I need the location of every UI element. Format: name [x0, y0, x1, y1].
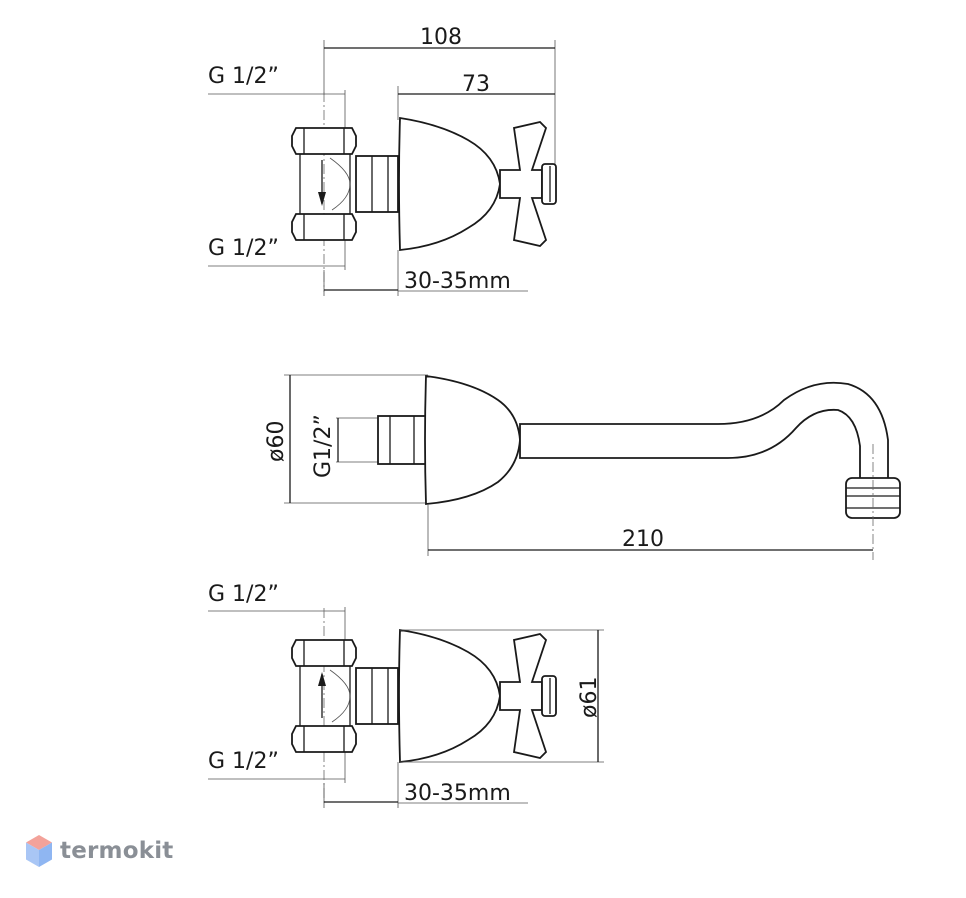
offset-dimension: 30-35mm [404, 781, 511, 806]
spout-inlet [377, 415, 427, 465]
diameter-61: ø61 [577, 677, 602, 718]
spout-pipe [519, 381, 889, 481]
diameter-60: ø60 [264, 421, 289, 462]
bottom-valve-view: G 1/2” G 1/2” ø61 [208, 582, 604, 808]
valve-stem [355, 667, 399, 725]
handle-cap [541, 675, 557, 717]
upper-nut [291, 127, 357, 155]
spout-view: ø60 G1/2” 210 [264, 374, 901, 560]
valve-body [398, 628, 501, 763]
arrow-down-icon [318, 192, 326, 206]
arrow-up-icon [318, 672, 326, 686]
thread-label-lower: G 1/2” [208, 236, 279, 261]
offset-dimension: 30-35mm [404, 269, 511, 294]
thread-label-lower: G 1/2” [208, 749, 279, 774]
top-valve-view: 108 73 G 1/2” G 1/2” [208, 25, 557, 296]
dimension-73: 73 [462, 72, 490, 97]
brand-name: termokit [60, 838, 174, 864]
cross-handle [499, 633, 548, 759]
dimension-108: 108 [420, 25, 462, 50]
brand-logo: termokit [24, 834, 173, 868]
spout-body [424, 374, 521, 505]
lower-nut [291, 725, 357, 753]
lower-nut [291, 213, 357, 241]
thread-label-upper: G 1/2” [208, 582, 279, 607]
handle-cap [541, 163, 557, 205]
thread-label-upper: G 1/2” [208, 64, 279, 89]
valve-body [398, 116, 501, 251]
cross-handle [499, 121, 548, 247]
upper-nut [291, 639, 357, 667]
valve-stem [355, 155, 399, 213]
thread-g12: G1/2” [311, 414, 336, 478]
dimension-210: 210 [622, 527, 664, 552]
hexagon-cube-icon [26, 835, 52, 867]
